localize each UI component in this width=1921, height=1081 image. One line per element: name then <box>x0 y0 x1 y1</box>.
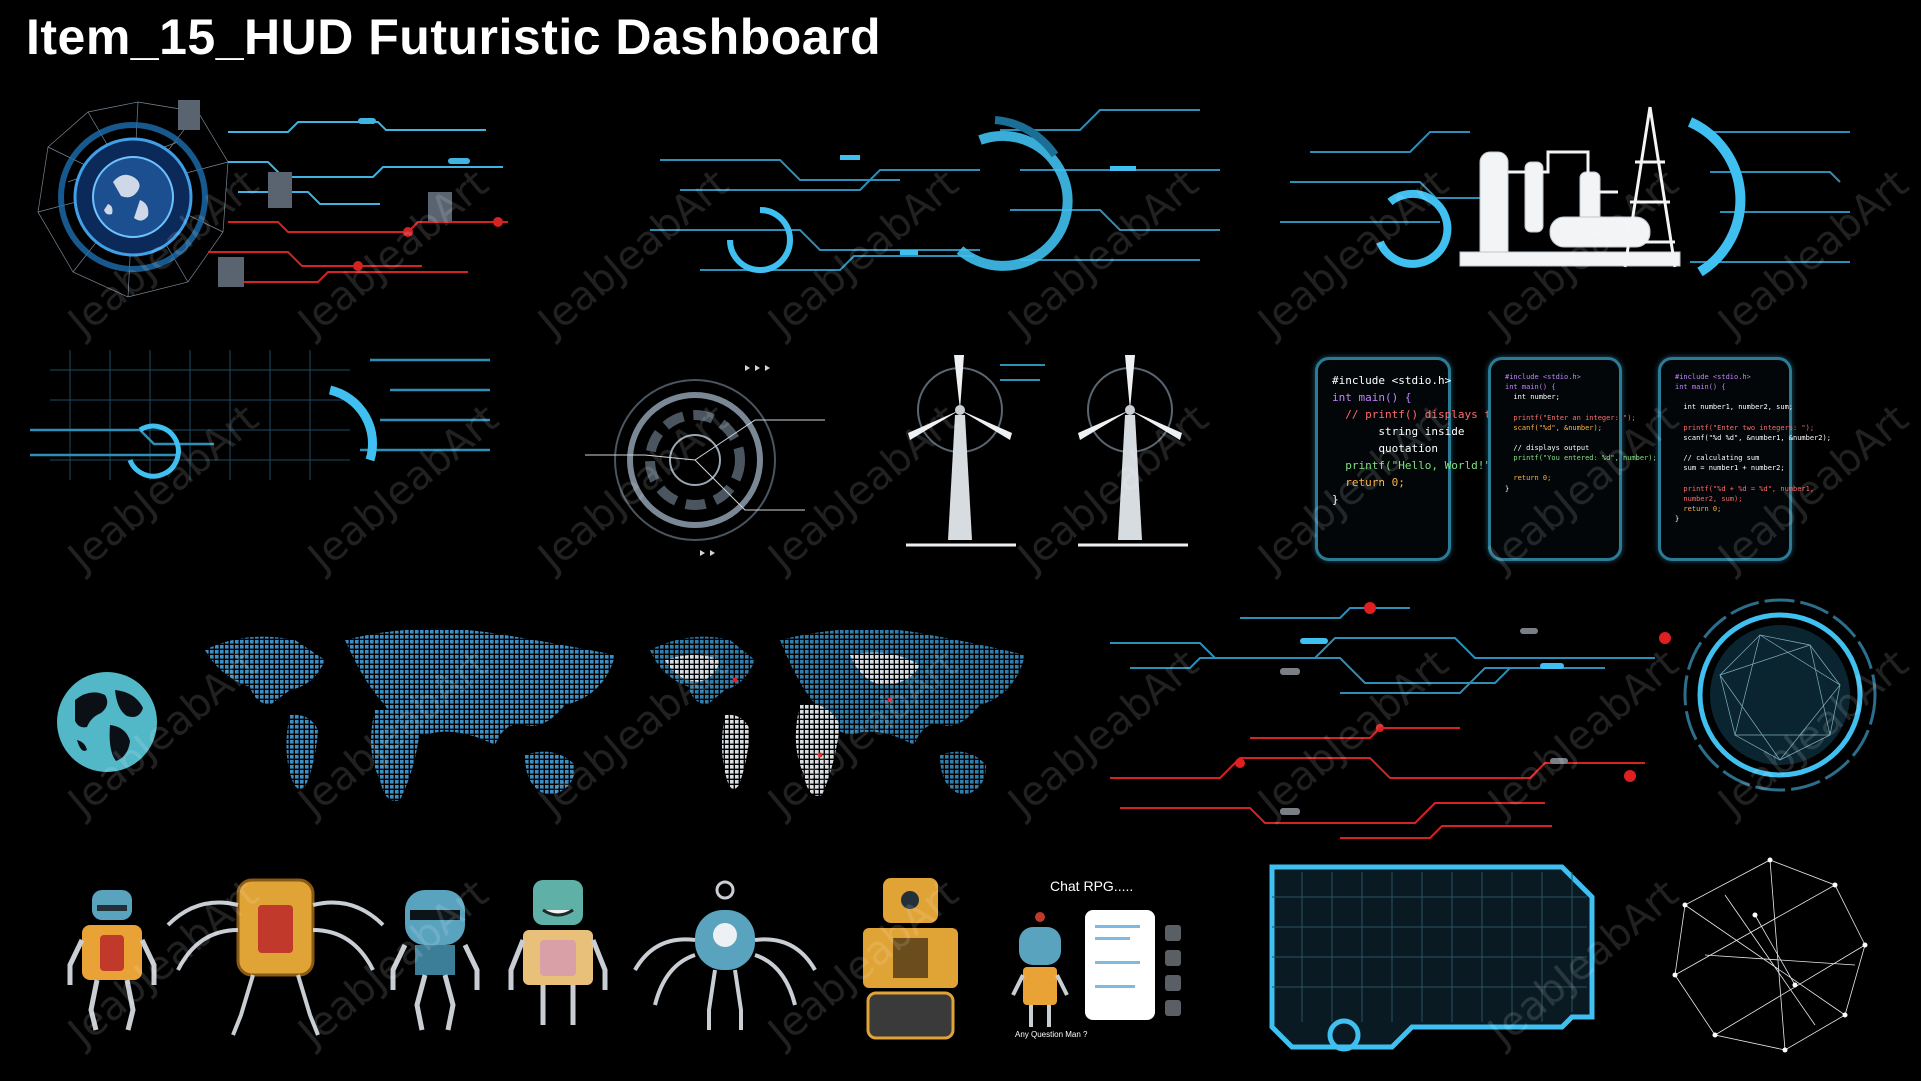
code-line: sum = number1 + number2; <box>1675 464 1785 473</box>
hud-grid-frame-panel <box>1269 864 1595 1052</box>
code-line: printf("Enter an integer: "); <box>1505 413 1636 422</box>
code-line: // printf() displays the <box>1332 408 1505 422</box>
hud-circuit-lines-panel <box>1110 602 1671 839</box>
robot-icon <box>863 878 958 1040</box>
code-line: } <box>1332 493 1339 507</box>
chat-question: Any Question Man ? <box>1015 1030 1088 1039</box>
chat-title: Chat RPG..... <box>1050 878 1134 894</box>
hud-grid-arc-panel <box>30 350 490 480</box>
code-line: #include <stdio.h> <box>1675 373 1751 381</box>
robot-icon <box>390 890 480 1031</box>
hud-globe-network-panel <box>37 100 508 298</box>
code-line: } <box>1505 484 1510 493</box>
code-line: #include <stdio.h> <box>1505 373 1581 381</box>
robot-icon <box>166 878 385 1036</box>
code-line: number2, sum); <box>1675 494 1743 503</box>
dotted-world-map-highlighted <box>650 628 1025 796</box>
code-line: #include <stdio.h> <box>1332 374 1452 387</box>
wind-turbine-icon <box>1078 355 1188 547</box>
code-line: int number1, number2, sum; <box>1675 403 1794 412</box>
hud-circuit-arc-panel <box>650 109 1220 273</box>
code-line: return 0; <box>1332 476 1405 490</box>
code-line: // calculating sum <box>1675 454 1760 463</box>
network-sphere-wireframe <box>1672 857 1868 1053</box>
code-line: int number; <box>1505 393 1560 402</box>
robot-icon <box>1011 912 1069 1027</box>
oil-refinery-icon <box>1459 151 1681 267</box>
code-line: scanf("%d %d", &number1, &number2); <box>1675 433 1831 442</box>
code-line: printf("Hello, World!"); <box>1332 459 1505 473</box>
code-card-hello-world: #include <stdio.h> int main() { // print… <box>1315 357 1504 561</box>
earth-globe-icon <box>57 672 157 772</box>
code-line: printf("%d + %d = %d", number1, <box>1675 484 1815 493</box>
page-title: Item_15_HUD Futuristic Dashboard <box>26 9 882 65</box>
code-line: int main() { <box>1505 383 1556 392</box>
code-line: // displays output <box>1505 443 1590 452</box>
code-line: scanf("%d", &number); <box>1505 423 1602 432</box>
code-line: printf("You entered: %d", number); <box>1505 454 1657 463</box>
code-card-print-integer: #include <stdio.h> int main() { int numb… <box>1488 357 1657 561</box>
robot-icon <box>67 890 157 1031</box>
hud-oil-refinery-panel <box>1280 106 1850 277</box>
code-line: return 0; <box>1505 474 1552 483</box>
hud-radar-circle <box>1683 598 1877 792</box>
wind-turbine-icon <box>906 355 1045 547</box>
code-line: int main() { <box>1332 391 1412 405</box>
code-line: printf("Enter two integers: "); <box>1675 423 1815 432</box>
robot-icon <box>633 880 817 1030</box>
code-line: string inside <box>1332 425 1465 439</box>
code-line: int main() { <box>1675 383 1726 392</box>
code-line: quotation <box>1332 442 1438 456</box>
code-card-sum-integers: #include <stdio.h> int main() { int numb… <box>1658 357 1831 561</box>
code-line: return 0; <box>1675 504 1722 513</box>
dotted-world-map-blue <box>205 628 615 801</box>
chat-rpg-panel <box>1011 910 1181 1027</box>
hud-target-ring-panel <box>585 365 825 556</box>
robot-icon <box>508 880 608 1025</box>
code-line: } <box>1675 514 1680 523</box>
